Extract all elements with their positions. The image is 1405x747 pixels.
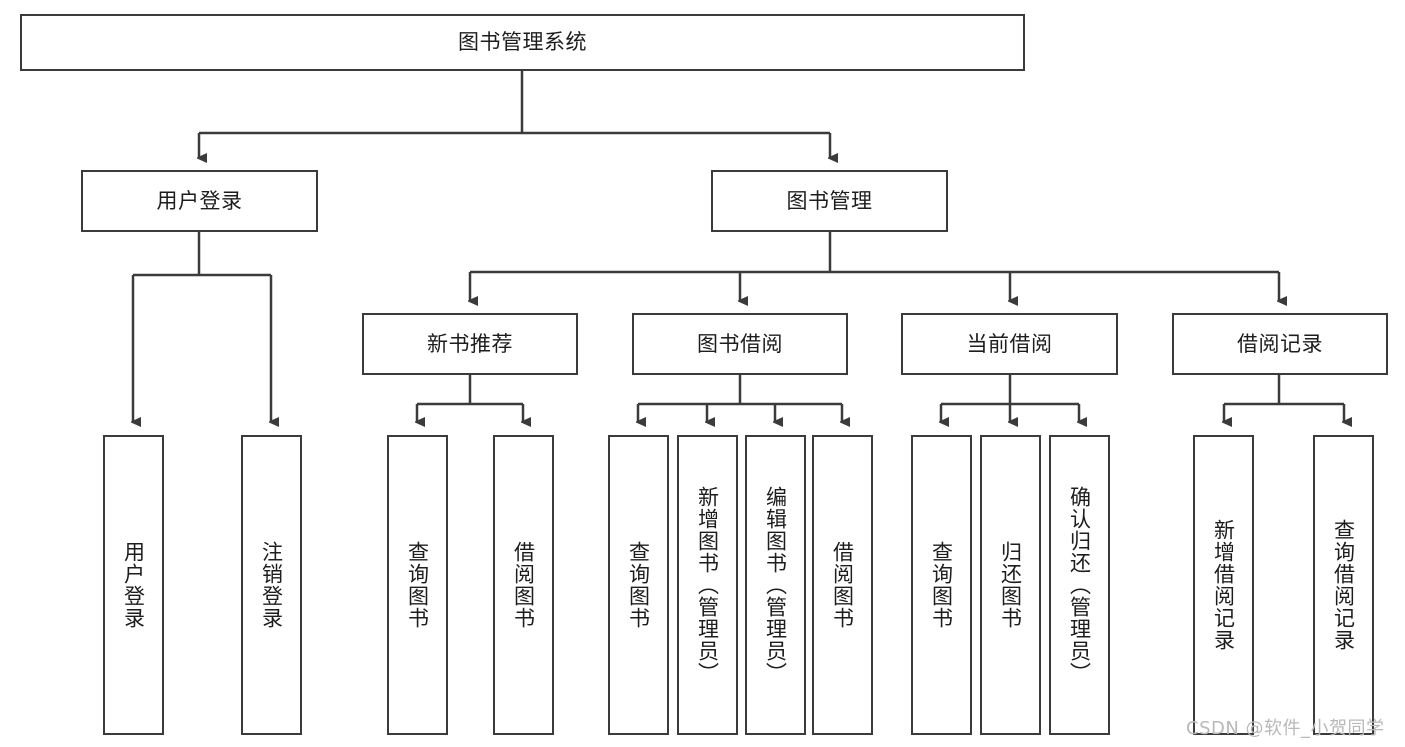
- node-leaf-logout-login[interactable]: 注销登录: [241, 435, 302, 735]
- node-leaf-confirm-return-label: 确认归还（管理员）: [1067, 486, 1092, 684]
- node-book-borrow[interactable]: 图书借阅: [632, 313, 848, 375]
- node-new-book-recommend-label: 新书推荐: [427, 331, 513, 356]
- node-leaf-add-record-label: 新增借阅记录: [1211, 519, 1236, 651]
- node-leaf-query-book-1-label: 查询图书: [405, 541, 430, 629]
- node-user-login-label: 用户登录: [156, 188, 243, 213]
- node-leaf-query-book-3-label: 查询图书: [929, 541, 954, 629]
- node-leaf-add-record[interactable]: 新增借阅记录: [1193, 435, 1254, 735]
- node-leaf-return-book-label: 归还图书: [998, 541, 1023, 629]
- node-borrow-record[interactable]: 借阅记录: [1172, 313, 1388, 375]
- node-root-label: 图书管理系统: [458, 30, 587, 55]
- node-leaf-query-record-label: 查询借阅记录: [1331, 519, 1356, 651]
- node-leaf-query-book-3[interactable]: 查询图书: [911, 435, 972, 735]
- node-current-borrow[interactable]: 当前借阅: [901, 313, 1118, 375]
- node-current-borrow-label: 当前借阅: [966, 331, 1053, 356]
- node-leaf-borrow-book-2[interactable]: 借阅图书: [812, 435, 873, 735]
- node-book-borrow-label: 图书借阅: [697, 331, 783, 356]
- node-leaf-query-book-2-label: 查询图书: [626, 541, 651, 629]
- node-leaf-edit-book[interactable]: 编辑图书（管理员）: [745, 435, 806, 735]
- node-book-manage-label: 图书管理: [786, 188, 873, 213]
- node-leaf-confirm-return[interactable]: 确认归还（管理员）: [1049, 435, 1110, 735]
- node-leaf-borrow-book-2-label: 借阅图书: [830, 541, 855, 629]
- node-leaf-return-book[interactable]: 归还图书: [980, 435, 1041, 735]
- node-leaf-logout-login-label: 注销登录: [259, 541, 284, 629]
- node-leaf-edit-book-label: 编辑图书（管理员）: [763, 486, 788, 684]
- node-leaf-borrow-book-1-label: 借阅图书: [511, 541, 536, 629]
- node-leaf-add-book[interactable]: 新增图书（管理员）: [677, 435, 738, 735]
- node-root[interactable]: 图书管理系统: [20, 14, 1025, 71]
- node-leaf-user-login-label: 用户登录: [121, 541, 146, 629]
- node-borrow-record-label: 借阅记录: [1237, 331, 1323, 356]
- csdn-watermark: CSDN @软件_小贺同学: [1186, 718, 1385, 739]
- node-leaf-user-login[interactable]: 用户登录: [103, 435, 164, 735]
- node-leaf-add-book-label: 新增图书（管理员）: [695, 486, 720, 684]
- node-new-book-recommend[interactable]: 新书推荐: [362, 313, 578, 375]
- node-leaf-query-record[interactable]: 查询借阅记录: [1313, 435, 1374, 735]
- node-user-login[interactable]: 用户登录: [81, 170, 318, 232]
- node-leaf-query-book-2[interactable]: 查询图书: [608, 435, 669, 735]
- node-leaf-borrow-book-1[interactable]: 借阅图书: [493, 435, 554, 735]
- node-book-manage[interactable]: 图书管理: [711, 170, 948, 232]
- node-leaf-query-book-1[interactable]: 查询图书: [387, 435, 448, 735]
